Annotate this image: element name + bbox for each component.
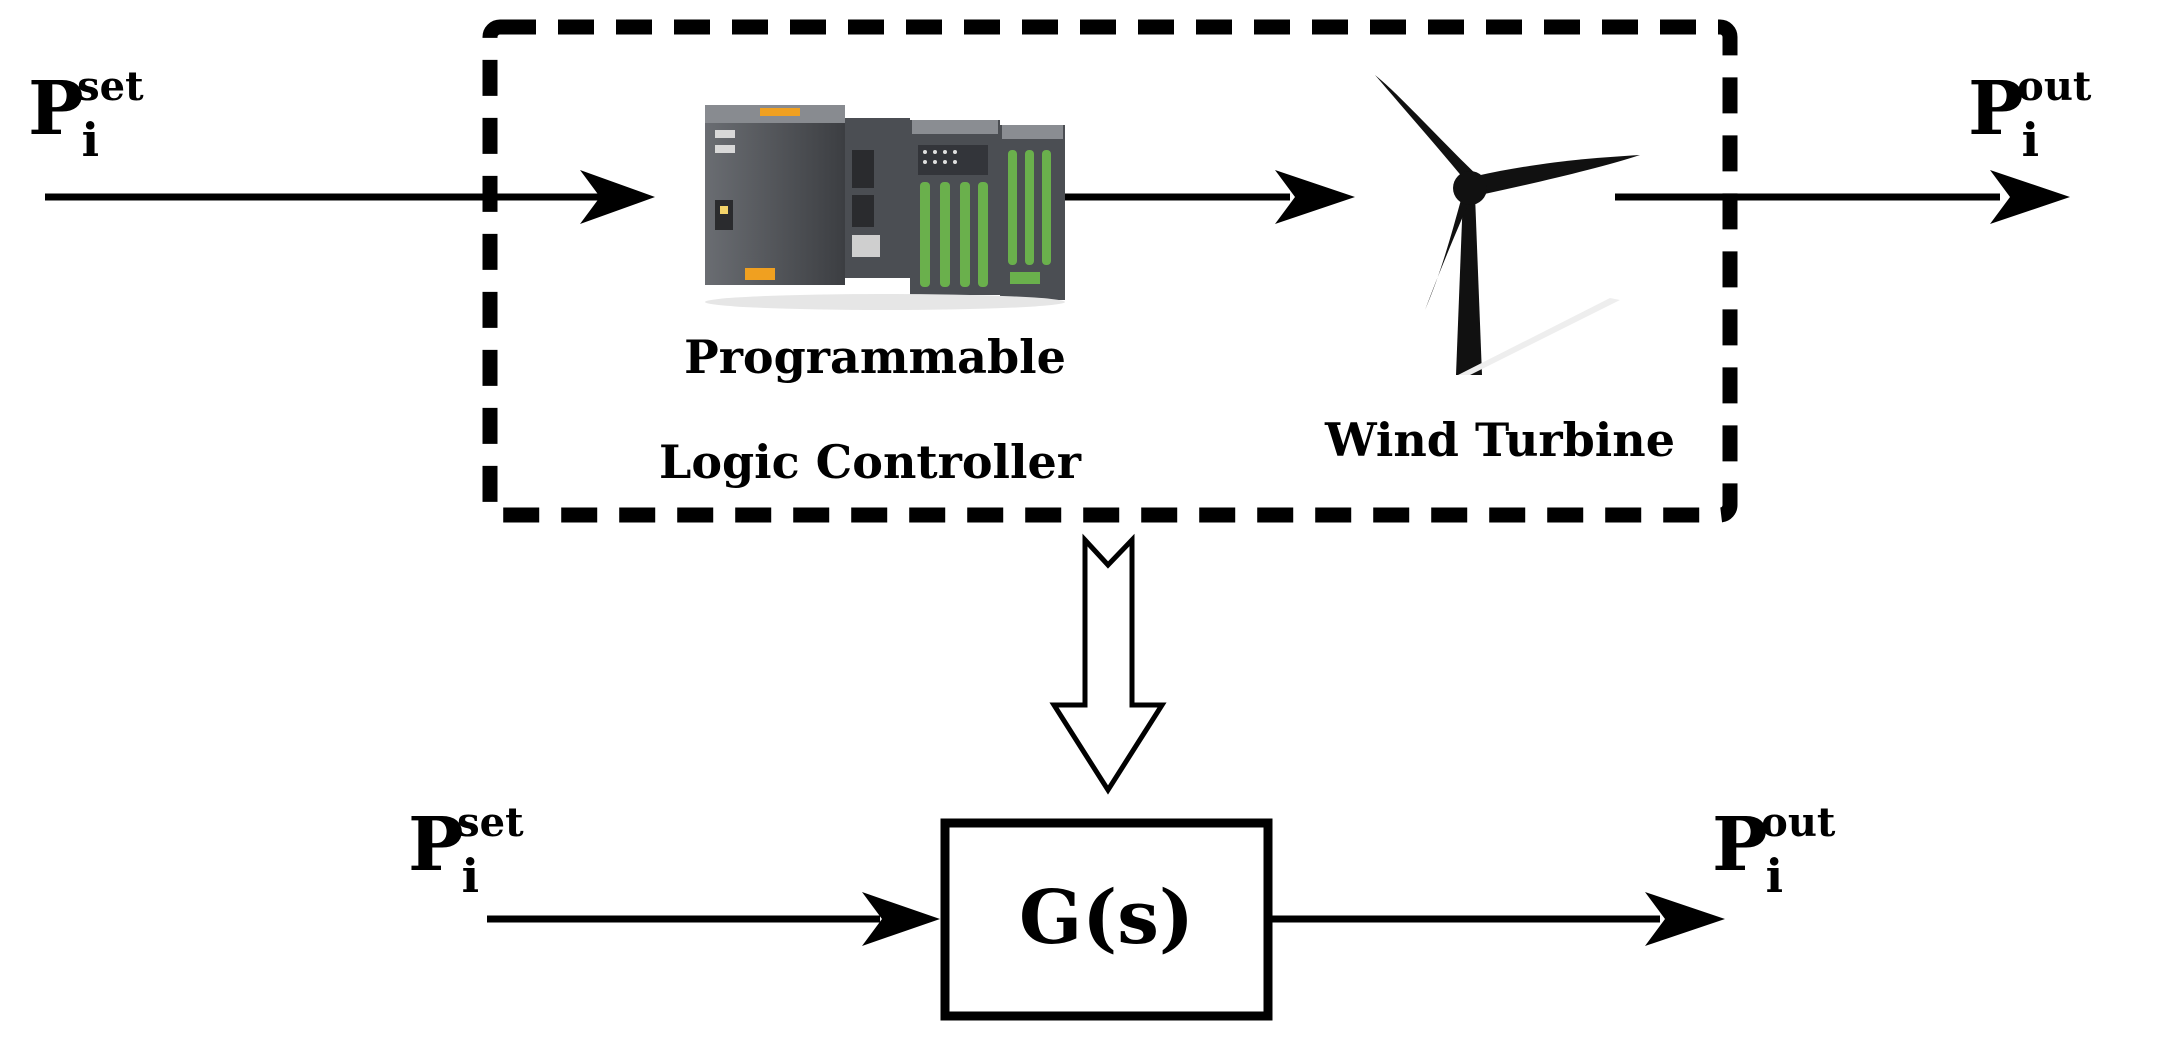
transfer-function-block — [940, 818, 1273, 1021]
plc-to-turbine-arrow — [1030, 170, 1355, 224]
top-input-arrow — [45, 170, 655, 224]
plc-label-line1: Programmable — [684, 330, 1066, 384]
top-output-sub: i — [2021, 113, 2040, 167]
plc-image — [705, 105, 1065, 310]
bottom-input-sub: i — [461, 849, 480, 903]
bottom-input-arrow — [487, 892, 940, 946]
bottom-output-sub: i — [1765, 849, 1784, 903]
top-input-sup: set — [77, 63, 144, 110]
bottom-output-base: P — [1712, 802, 1768, 888]
top-output-base: P — [1968, 66, 2024, 152]
bottom-input-label: Piset — [408, 803, 524, 900]
top-output-label: Piout — [1968, 67, 2091, 164]
top-output-arrow — [1615, 170, 2070, 224]
turbine-label: Wind Turbine — [1325, 413, 1675, 467]
bottom-output-label: Piout — [1712, 803, 1835, 900]
top-input-sub: i — [81, 113, 100, 167]
model-reduction-arrow — [1049, 533, 1167, 795]
transfer-function-label: G(s) — [1019, 875, 1194, 961]
top-input-label: Piset — [28, 67, 144, 164]
top-output-sup: out — [2017, 63, 2092, 110]
top-input-base: P — [28, 66, 84, 152]
bottom-input-sup: set — [457, 799, 524, 846]
bottom-output-arrow — [1270, 892, 1725, 946]
bottom-input-base: P — [408, 802, 464, 888]
dashed-system-boundary — [482, 19, 1738, 523]
plc-label-line2: Logic Controller — [658, 435, 1082, 489]
wind-turbine-image — [1375, 75, 1640, 375]
bottom-output-sup: out — [1761, 799, 1836, 846]
